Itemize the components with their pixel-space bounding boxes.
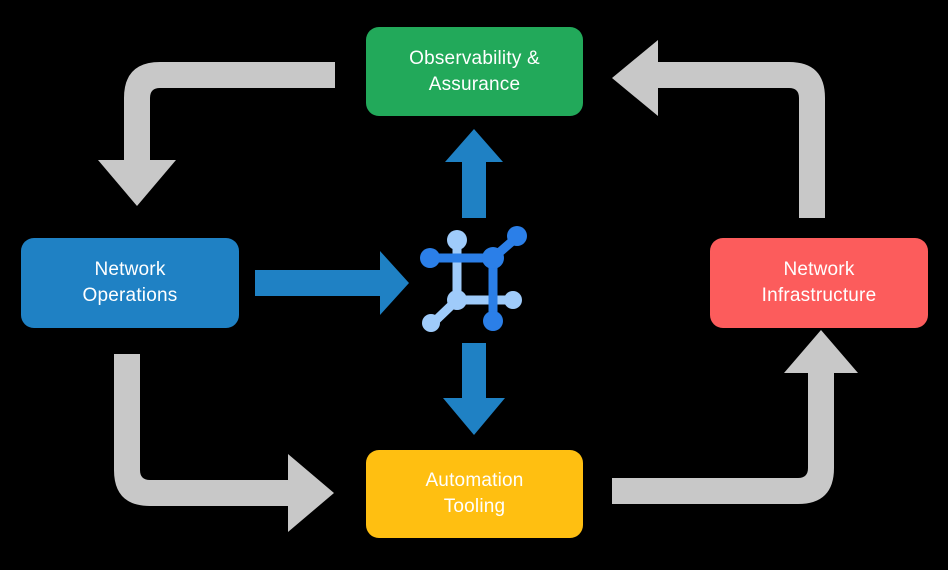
arrow-network-operations-to-center — [255, 251, 409, 315]
arrow-network-infrastructure-to-observability — [612, 40, 825, 218]
arrow-center-to-automation — [443, 343, 505, 435]
arrow-network-operations-to-automation — [114, 354, 334, 532]
node-observability-assurance[interactable]: Observability & Assurance — [366, 27, 583, 116]
network-topology-icon — [420, 226, 527, 332]
arrow-automation-to-network-infrastructure — [612, 330, 858, 504]
arrow-center-to-observability — [445, 129, 503, 218]
node-automation-tooling[interactable]: Automation Tooling — [366, 450, 583, 538]
node-network-infrastructure[interactable]: Network Infrastructure — [710, 238, 928, 328]
node-network-operations[interactable]: Network Operations — [21, 238, 239, 328]
arrow-observability-to-network-operations — [98, 62, 335, 206]
